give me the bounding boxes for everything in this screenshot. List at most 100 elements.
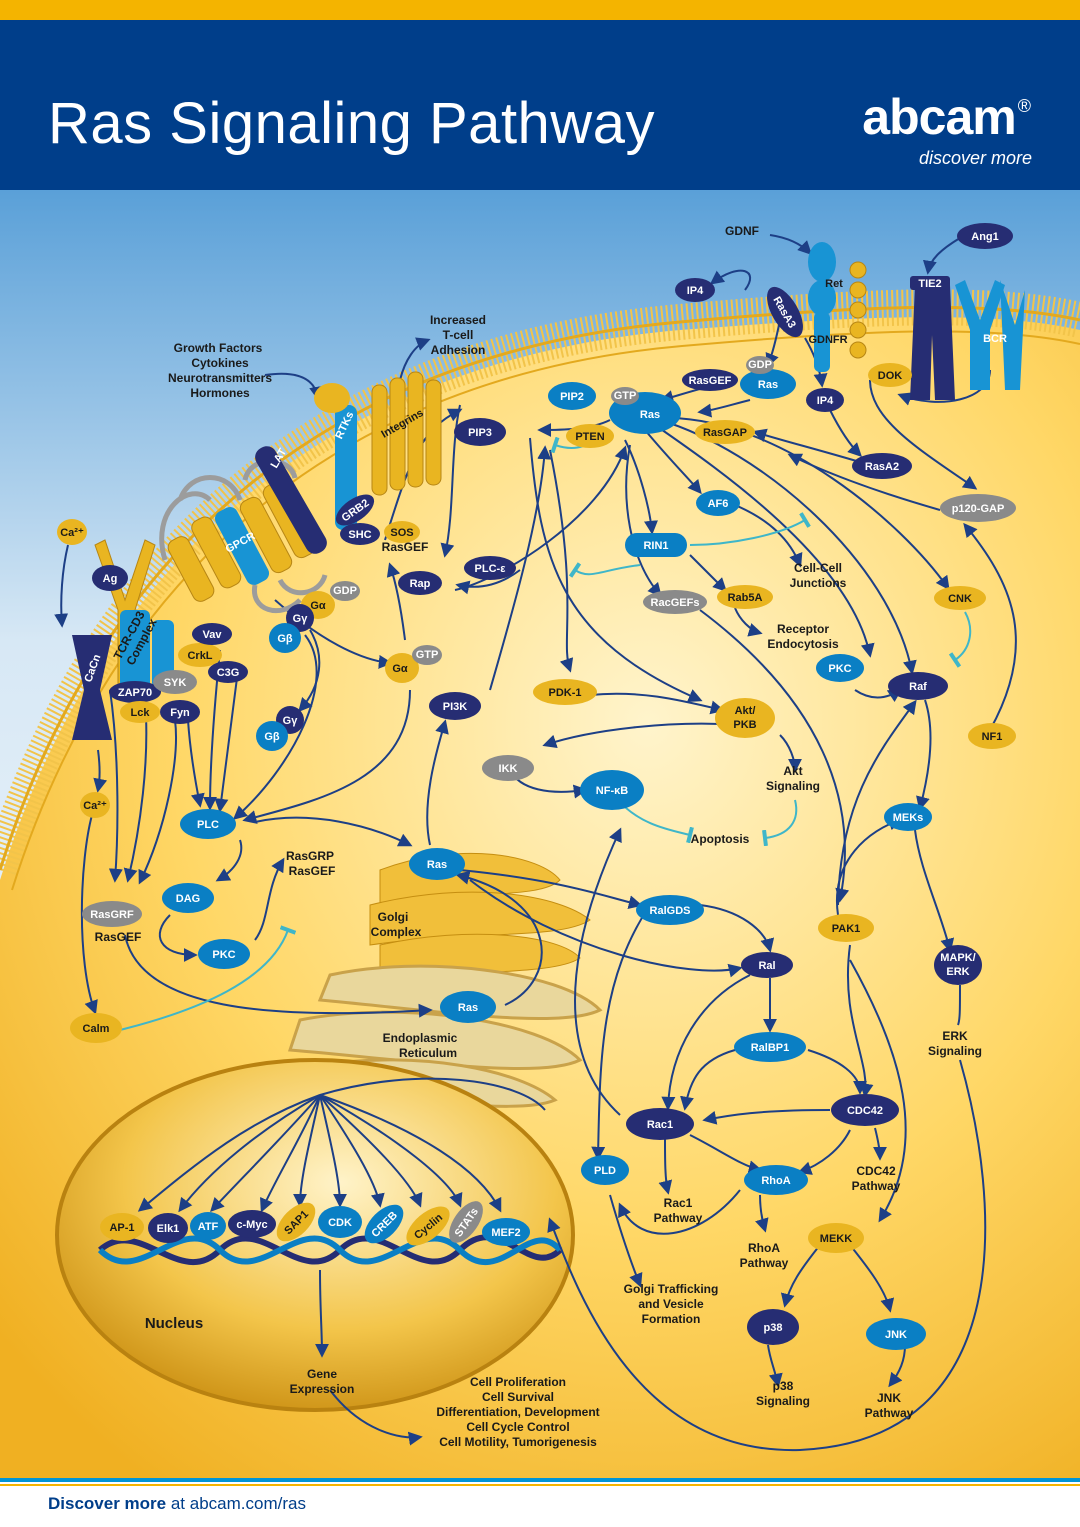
svg-text:Neurotransmitters: Neurotransmitters	[168, 371, 272, 385]
svg-text:RasGEF: RasGEF	[689, 375, 732, 387]
svg-text:Cell Proliferation: Cell Proliferation	[470, 1375, 566, 1389]
node-af6: AF6	[696, 490, 740, 516]
node-vav: Vav	[192, 623, 232, 645]
label-golgi-complex: Golgi Complex	[371, 910, 422, 939]
node-fyn: Fyn	[160, 700, 200, 724]
node-pten: PTEN	[566, 424, 614, 448]
svg-text:GDNF: GDNF	[725, 224, 759, 238]
svg-text:GDP: GDP	[333, 585, 357, 597]
svg-text:PAK1: PAK1	[832, 923, 861, 935]
label-jnk-pathway: JNK Pathway	[865, 1391, 914, 1420]
label-endoplasmic-reticulum: Endoplasmic Reticulum	[383, 1031, 458, 1060]
node-tie2: TIE2	[910, 276, 950, 290]
svg-text:Ras: Ras	[758, 379, 778, 391]
node-ang1: Ang1	[957, 223, 1013, 249]
dna-strand-2	[97, 1235, 563, 1266]
svg-text:SYK: SYK	[164, 677, 187, 689]
label-cell-outcomes: Cell Proliferation Cell Survival Differe…	[436, 1375, 599, 1449]
node-mekk: MEKK	[808, 1223, 864, 1253]
label-gdnfr: GDNFR	[808, 334, 847, 346]
svg-text:Gα: Gα	[310, 600, 326, 612]
svg-text:Pathway: Pathway	[740, 1256, 789, 1270]
svg-text:AP-1: AP-1	[109, 1222, 134, 1234]
node-cdc42: CDC42	[831, 1094, 899, 1126]
node-ip4-a: IP4	[675, 278, 715, 302]
node-cnk: CNK	[934, 586, 986, 610]
svg-text:Cell Motility, Tumorigenesis: Cell Motility, Tumorigenesis	[439, 1435, 597, 1449]
node-pak1: PAK1	[818, 914, 874, 942]
svg-text:RhoA: RhoA	[748, 1241, 780, 1255]
node-rasgef: RasGEF	[682, 369, 738, 391]
node-rac1: Rac1	[626, 1108, 694, 1140]
node-c3g: C3G	[208, 661, 248, 683]
svg-text:IKK: IKK	[499, 763, 518, 775]
node-ras-er: Ras	[440, 991, 496, 1023]
svg-text:RasGRF: RasGRF	[90, 909, 134, 921]
svg-text:Pathway: Pathway	[865, 1406, 914, 1420]
svg-text:Expression: Expression	[290, 1382, 355, 1396]
svg-text:Cytokines: Cytokines	[191, 356, 249, 370]
node-pld: PLD	[581, 1155, 629, 1185]
svg-text:Adhesion: Adhesion	[431, 343, 486, 357]
svg-text:Gβ: Gβ	[277, 633, 293, 645]
label-rhoa-pathway: RhoA Pathway	[740, 1241, 789, 1270]
node-rasa2: RasA2	[852, 453, 912, 479]
nucleus	[55, 1058, 575, 1412]
node-g-beta: Gβ	[269, 623, 301, 653]
label-erk-signaling: ERK Signaling	[928, 1029, 982, 1058]
label-rac1-pathway: Rac1 Pathway	[654, 1196, 703, 1225]
svg-text:Rac1: Rac1	[664, 1196, 693, 1210]
node-mapk-erk: MAPK/ERK	[934, 945, 982, 985]
svg-text:CDK: CDK	[328, 1217, 352, 1229]
label-akt-signaling: Akt Signaling	[766, 764, 820, 793]
svg-text:ERK: ERK	[942, 1029, 968, 1043]
node-ca-out: Ca²⁺	[57, 519, 87, 545]
node-ras-gdp: Ras	[740, 369, 796, 399]
svg-text:RasA2: RasA2	[865, 461, 899, 473]
svg-text:Reticulum: Reticulum	[399, 1046, 457, 1060]
svg-text:Receptor: Receptor	[777, 622, 829, 636]
abcam-logo: abcam®	[862, 88, 1031, 146]
svg-text:CNK: CNK	[948, 593, 972, 605]
node-gdp-2: GDP	[746, 356, 774, 374]
node-pkc-1: PKC	[816, 654, 864, 682]
svg-text:RalGDS: RalGDS	[650, 905, 691, 917]
label-tcell-adhesion: Increased T-cell Adhesion	[430, 313, 486, 357]
node-ras-golgi: Ras	[409, 848, 465, 880]
svg-text:p38: p38	[764, 1322, 783, 1334]
footer-bar	[0, 1478, 1080, 1482]
node-raf: Raf	[888, 672, 948, 700]
svg-text:Pathway: Pathway	[852, 1179, 901, 1193]
svg-text:Ras: Ras	[427, 859, 447, 871]
node-g-alpha-gtp: Gα	[385, 653, 419, 683]
node-ca-in: Ca²⁺	[80, 792, 110, 818]
svg-text:PLC-ε: PLC-ε	[475, 563, 507, 575]
svg-text:RacGEFs: RacGEFs	[651, 597, 700, 609]
svg-text:CDC42: CDC42	[847, 1105, 883, 1117]
node-p120-gap: p120-GAP	[940, 494, 1016, 522]
node-shc: SHC	[340, 523, 380, 545]
node-rhoa: RhoA	[744, 1165, 808, 1195]
svg-text:MEKs: MEKs	[893, 812, 924, 824]
footer-link[interactable]: Discover more at abcam.com/ras	[48, 1494, 306, 1514]
node-ikk: IKK	[482, 755, 534, 781]
node-lck: Lck	[120, 701, 160, 723]
svg-text:Cell Survival: Cell Survival	[482, 1390, 554, 1404]
label-sos-rasgef: RasGEF	[382, 540, 429, 554]
node-elk1: Elk1	[148, 1213, 188, 1243]
svg-text:RalBP1: RalBP1	[751, 1042, 790, 1054]
node-sos: SOS	[384, 521, 420, 543]
svg-text:Ang1: Ang1	[971, 231, 999, 243]
svg-text:NF1: NF1	[982, 731, 1003, 743]
svg-text:PKC: PKC	[212, 949, 235, 961]
svg-text:PIP2: PIP2	[560, 391, 584, 403]
svg-text:Fyn: Fyn	[170, 707, 190, 719]
svg-text:PLD: PLD	[594, 1165, 616, 1177]
svg-text:T-cell: T-cell	[443, 328, 474, 342]
node-rin1: RIN1	[625, 533, 687, 557]
label-bcr: BCR	[983, 333, 1007, 345]
label-rasgrf-rasgef: RasGEF	[95, 930, 142, 944]
svg-text:Calm: Calm	[83, 1023, 110, 1035]
header-banner: Ras Signaling Pathway abcam® discover mo…	[0, 0, 1080, 190]
